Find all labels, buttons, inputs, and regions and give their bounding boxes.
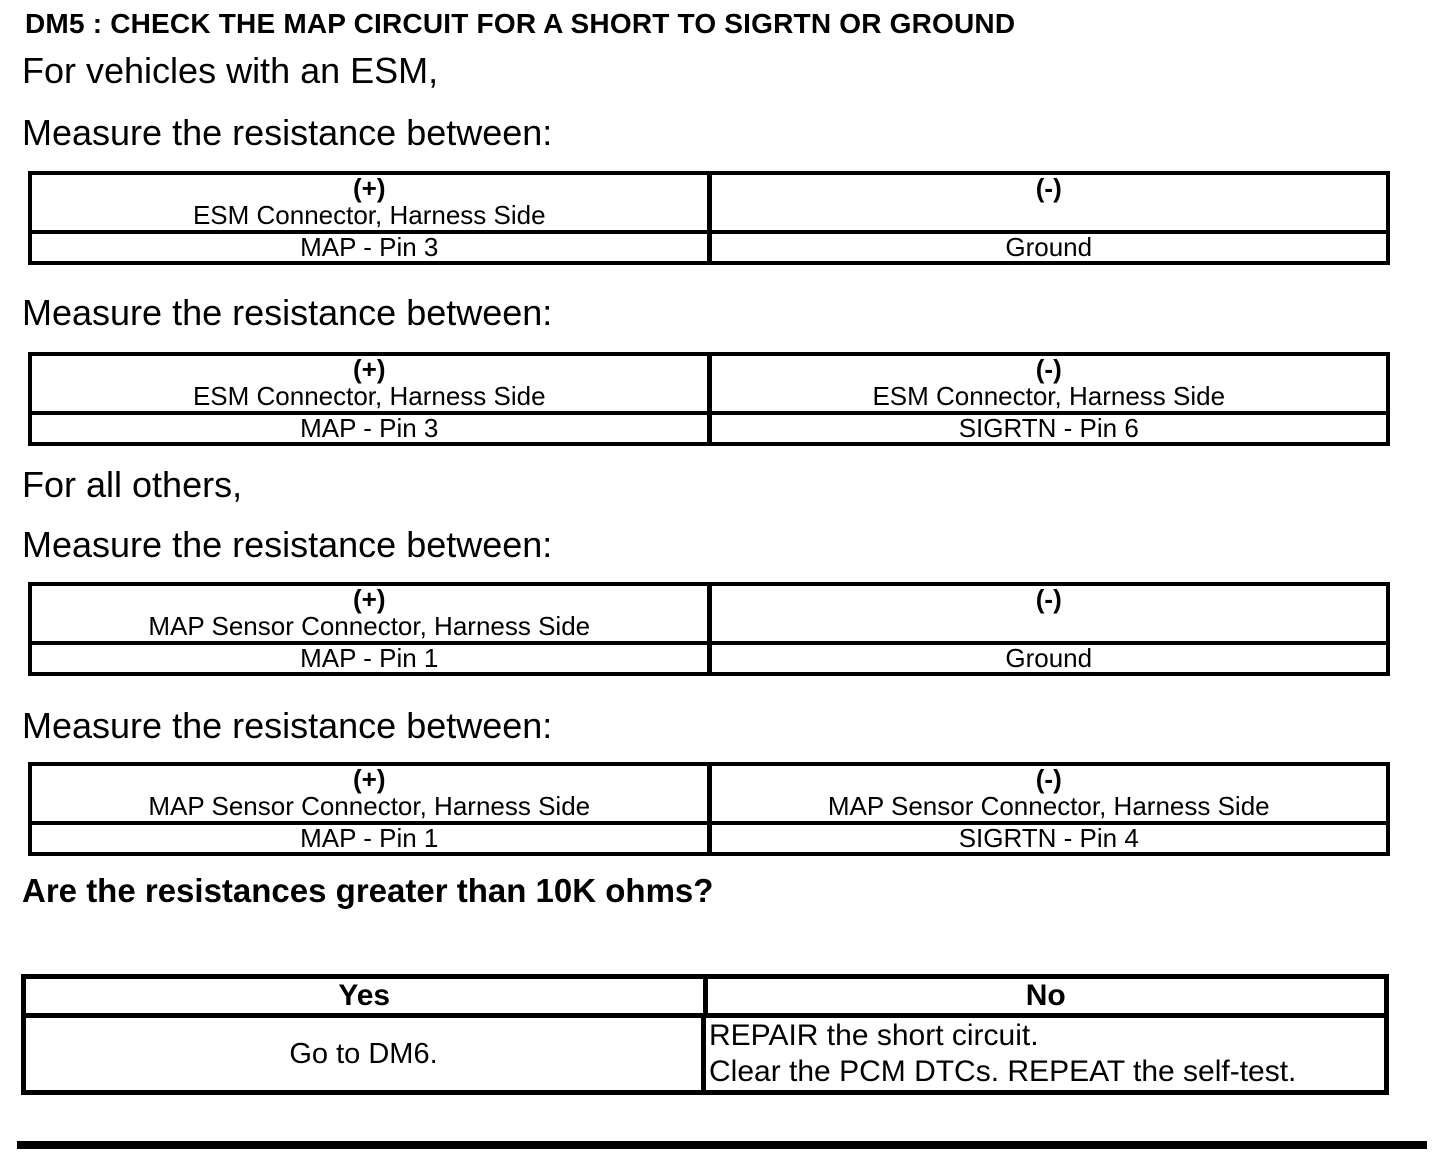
- plus-point-cell: MAP - Pin 3: [32, 415, 712, 442]
- plus-connector-label: MAP Sensor Connector, Harness Side: [148, 791, 591, 821]
- page-bottom-rule: [17, 1141, 1427, 1149]
- no-header-cell: No: [1025, 979, 1066, 1012]
- measurement-table-1: (+) ESM Connector, Harness Side (-) MAP …: [28, 171, 1390, 265]
- plus-header-cell: (+) MAP Sensor Connector, Harness Side: [32, 586, 712, 641]
- table-data-row: MAP - Pin 1 SIGRTN - Pin 4: [32, 825, 1386, 852]
- yes-action-cell: Go to DM6.: [26, 1018, 706, 1090]
- decision-header-row: Yes No: [26, 979, 1384, 1018]
- table-data-row: MAP - Pin 3 Ground: [32, 234, 1386, 261]
- no-action-line-2: Clear the PCM DTCs. REPEAT the self-test…: [709, 1055, 1297, 1088]
- minus-sign: (-): [1035, 586, 1062, 614]
- plus-header-cell: (+) ESM Connector, Harness Side: [32, 356, 712, 411]
- minus-header-cell: (-): [712, 175, 1387, 230]
- plus-point-cell: MAP - Pin 1: [32, 825, 712, 852]
- plus-sign: (+): [353, 586, 386, 614]
- no-action-cell: REPAIR the short circuit. Clear the PCM …: [706, 1018, 1384, 1090]
- step-title: DM5 : CHECK THE MAP CIRCUIT FOR A SHORT …: [25, 8, 1016, 39]
- minus-point-cell: SIGRTN - Pin 6: [958, 415, 1139, 442]
- minus-sign: (-): [1035, 175, 1062, 203]
- minus-sign: (-): [1035, 356, 1062, 384]
- table-header-row: (+) MAP Sensor Connector, Harness Side (…: [32, 766, 1386, 825]
- plus-header-cell: (+) ESM Connector, Harness Side: [32, 175, 712, 230]
- plus-point-cell: MAP - Pin 3: [32, 234, 712, 261]
- table-data-row: MAP - Pin 1 Ground: [32, 645, 1386, 672]
- table-header-row: (+) ESM Connector, Harness Side (-) ESM …: [32, 356, 1386, 415]
- minus-sign: (-): [1035, 766, 1062, 794]
- table-header-row: (+) ESM Connector, Harness Side (-): [32, 175, 1386, 234]
- plus-point-cell: MAP - Pin 1: [32, 645, 712, 672]
- condition-esm-text: For vehicles with an ESM,: [22, 50, 439, 91]
- measurement-table-4: (+) MAP Sensor Connector, Harness Side (…: [28, 762, 1390, 856]
- plus-sign: (+): [353, 356, 386, 384]
- minus-point-cell: SIGRTN - Pin 4: [958, 825, 1139, 852]
- minus-connector-label: ESM Connector, Harness Side: [872, 381, 1226, 411]
- measure-instruction-2: Measure the resistance between:: [22, 292, 553, 333]
- plus-sign: (+): [353, 175, 386, 203]
- minus-connector-label: MAP Sensor Connector, Harness Side: [827, 791, 1270, 821]
- measurement-table-3: (+) MAP Sensor Connector, Harness Side (…: [28, 582, 1390, 676]
- measurement-table-2: (+) ESM Connector, Harness Side (-) ESM …: [28, 352, 1390, 446]
- measure-instruction-3: Measure the resistance between:: [22, 524, 553, 565]
- table-data-row: MAP - Pin 3 SIGRTN - Pin 6: [32, 415, 1386, 442]
- measure-instruction-4: Measure the resistance between:: [22, 705, 553, 746]
- minus-header-cell: (-): [712, 586, 1387, 641]
- minus-point-cell: Ground: [1005, 234, 1093, 261]
- plus-sign: (+): [353, 766, 386, 794]
- measure-instruction-1: Measure the resistance between:: [22, 112, 553, 153]
- decision-action-row: Go to DM6. REPAIR the short circuit. Cle…: [26, 1018, 1384, 1090]
- no-action-line-1: REPAIR the short circuit.: [709, 1019, 1039, 1052]
- plus-header-cell: (+) MAP Sensor Connector, Harness Side: [32, 766, 712, 821]
- plus-connector-label: MAP Sensor Connector, Harness Side: [148, 611, 591, 641]
- question-text: Are the resistances greater than 10K ohm…: [22, 872, 714, 909]
- plus-connector-label: ESM Connector, Harness Side: [192, 381, 546, 411]
- minus-header-cell: (-) MAP Sensor Connector, Harness Side: [712, 766, 1387, 821]
- condition-others-text: For all others,: [22, 464, 243, 505]
- yes-header-cell: Yes: [26, 979, 708, 1013]
- plus-connector-label: ESM Connector, Harness Side: [192, 200, 546, 230]
- minus-point-cell: Ground: [1005, 645, 1093, 672]
- decision-table: Yes No Go to DM6. REPAIR the short circu…: [21, 974, 1389, 1095]
- table-header-row: (+) MAP Sensor Connector, Harness Side (…: [32, 586, 1386, 645]
- minus-header-cell: (-) ESM Connector, Harness Side: [712, 356, 1387, 411]
